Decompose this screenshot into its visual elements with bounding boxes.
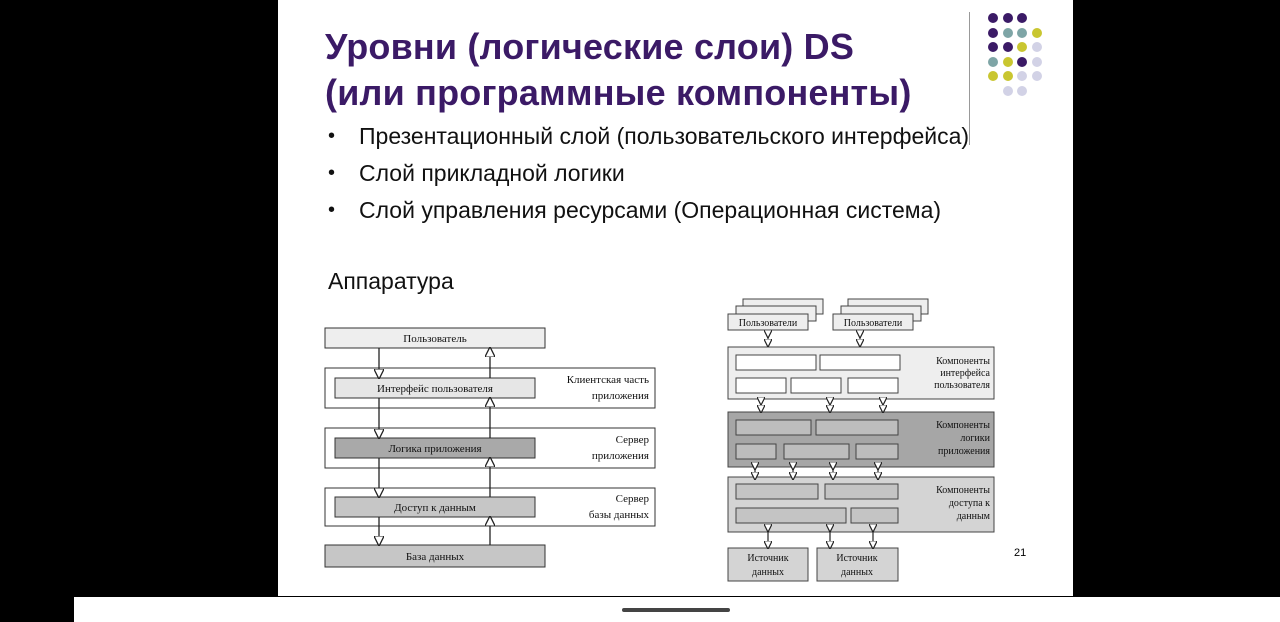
decorative-dot: [1017, 27, 1027, 38]
data-source-label: данных: [752, 567, 784, 578]
data-components-label: Компоненты: [936, 485, 990, 496]
decorative-dot: [1002, 85, 1013, 96]
logic-box: [334, 437, 536, 459]
decorative-dot: [1002, 56, 1013, 67]
layered-architecture-diagram: Пользователь Интерфейс пользователя Логи…: [324, 327, 656, 568]
dbserver-tier-label: базы данных: [589, 509, 650, 521]
decorative-dot: [1017, 13, 1027, 23]
decorative-dot: [1017, 42, 1027, 52]
title-line-2: (или программные компоненты): [325, 72, 912, 113]
client-tier-label: приложения: [592, 390, 649, 402]
user-label: Пользователь: [403, 333, 466, 345]
component-architecture-diagram: Пользователи Пользователи Компоненты инт…: [727, 298, 995, 582]
logic-label: Логика приложения: [388, 443, 481, 455]
user-box: [324, 327, 546, 349]
home-indicator-handle[interactable]: [622, 608, 730, 612]
bottom-navigation-bar: [74, 597, 1280, 622]
data-components-label: данным: [957, 511, 991, 522]
client-tier-label: Клиентская часть: [567, 374, 649, 386]
decorative-dot: [988, 13, 998, 23]
decorative-dot: [988, 27, 998, 38]
decorative-dot: [1017, 56, 1027, 67]
data-components-label: доступа к: [949, 498, 990, 509]
data-source-box: [727, 547, 809, 582]
database-label: База данных: [406, 551, 465, 563]
users-label: Пользователи: [739, 318, 798, 329]
bullet-list: •Презентационный слой (пользовательского…: [328, 121, 1048, 232]
ui-components-label: интерфейса: [940, 368, 990, 379]
decorative-dot: [1002, 13, 1013, 23]
bullet-dot-icon: •: [328, 162, 336, 184]
decorative-dot: [1017, 71, 1027, 81]
decorative-dot: [1031, 27, 1042, 38]
dbserver-tier-label: Сервер: [616, 493, 650, 505]
ui-components-label: Компоненты: [936, 356, 990, 367]
bullet-dot-icon: •: [328, 199, 336, 221]
users-label: Пользователи: [844, 318, 903, 329]
decorative-dot: [1017, 85, 1027, 96]
data-source-label: Источник: [747, 553, 788, 564]
database-box: [324, 544, 546, 568]
logic-components-label: Компоненты: [936, 420, 990, 431]
bullet-item: •Слой прикладной логики: [328, 158, 1048, 189]
decorative-dot: [1031, 42, 1042, 52]
decorative-dot: [988, 56, 998, 67]
logic-components-label: логики: [960, 433, 990, 444]
page-number: 21: [1014, 547, 1027, 559]
hardware-line: Аппаратура: [328, 268, 454, 294]
bullet-item: •Презентационный слой (пользовательского…: [328, 121, 1048, 152]
decorative-dot: [1002, 42, 1013, 52]
data-source-box: [816, 547, 899, 582]
title-line-1: Уровни (логические слои) DS: [325, 26, 855, 67]
presentation-slide: Уровни (логические слои) DS (или програм…: [278, 0, 1073, 596]
ui-components-label: пользователя: [934, 380, 990, 391]
decorative-dot: [1031, 71, 1042, 81]
data-source-label: Источник: [836, 553, 877, 564]
slide-title: Уровни (логические слои) DS (или програм…: [325, 24, 912, 116]
logic-components-label: приложения: [938, 446, 990, 457]
access-box: [334, 496, 536, 518]
decorative-dot: [1002, 71, 1013, 81]
decorative-dot: [988, 42, 998, 52]
access-label: Доступ к данным: [394, 502, 476, 514]
data-source-label: данных: [841, 567, 873, 578]
bullet-item: •Слой управления ресурсами (Операционная…: [328, 195, 1048, 226]
ui-label: Интерфейс пользователя: [377, 383, 493, 395]
title-divider-line: [969, 12, 970, 145]
server-tier-label: приложения: [592, 450, 649, 462]
users-box: [832, 313, 914, 331]
decorative-dot: [1002, 27, 1013, 38]
decorative-dot: [988, 71, 998, 81]
server-tier-label: Сервер: [616, 434, 650, 446]
ui-box: [334, 377, 536, 399]
bullet-dot-icon: •: [328, 125, 336, 147]
decorative-dot: [1031, 56, 1042, 67]
